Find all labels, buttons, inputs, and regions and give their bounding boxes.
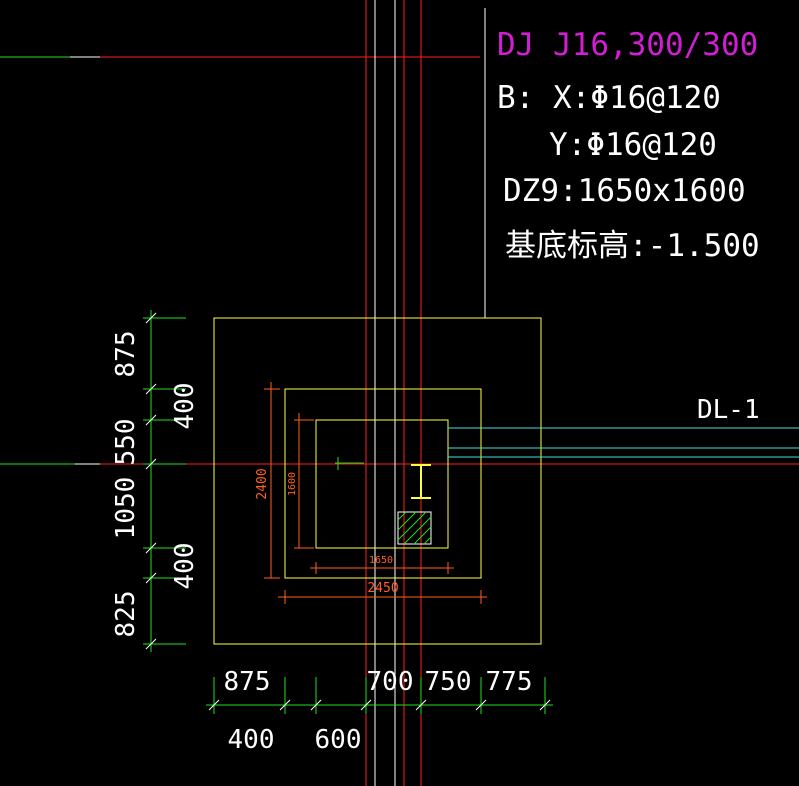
column-hatch: [397, 511, 432, 545]
beam-dl-1: [448, 427, 799, 458]
beam-label: DL-1: [697, 395, 760, 425]
annotation-title: DJ J16,300/300: [497, 27, 758, 63]
dim-left-inner-2: 400: [170, 543, 200, 590]
left-dimension-ticks: [145, 312, 157, 650]
bottom-dimension-chain: [206, 677, 553, 714]
dim-left-2: 550: [111, 419, 141, 466]
dim-step-height: 2400: [255, 468, 270, 499]
annotation-reinforcement-y: Y:Φ16@120: [549, 127, 717, 163]
dim-bottom-3: 750: [425, 667, 472, 697]
dim-bottom-inner-2: 600: [315, 725, 362, 755]
dim-bottom-2: 700: [367, 667, 414, 697]
annotation-reinforcement-x: B: X:Φ16@120: [497, 80, 721, 116]
inner-dimensions: [264, 382, 487, 604]
dim-left-4: 825: [111, 591, 141, 638]
foundation-annotation: DJ J16,300/300 B: X:Φ16@120 Y:Φ16@120 DZ…: [497, 27, 760, 264]
bottom-dimension-ticks: [208, 699, 551, 711]
dim-left-1: 875: [111, 331, 141, 378]
foundation-step: [284, 388, 482, 579]
dim-bottom-4: 775: [486, 667, 533, 697]
left-dimension-chain: [143, 310, 186, 652]
annotation-base-elevation: 基底标高:-1.500: [505, 228, 760, 264]
dim-pedestal-width: 1650: [369, 555, 393, 566]
steel-i-symbol: [411, 464, 431, 499]
dim-bottom-inner-1: 400: [228, 725, 275, 755]
foundation-pedestal: [315, 419, 449, 549]
dim-bottom-1: 875: [224, 667, 271, 697]
dim-pedestal-height: 1600: [287, 472, 298, 496]
foundation-outlines: [213, 317, 542, 645]
dim-left-inner-1: 400: [170, 383, 200, 430]
column-marker: [335, 457, 432, 545]
dim-left-3: 1050: [111, 477, 141, 540]
foundation-outer: [213, 317, 542, 645]
annotation-column: DZ9:1650x1600: [503, 173, 746, 209]
dim-step-width: 2450: [367, 581, 398, 596]
